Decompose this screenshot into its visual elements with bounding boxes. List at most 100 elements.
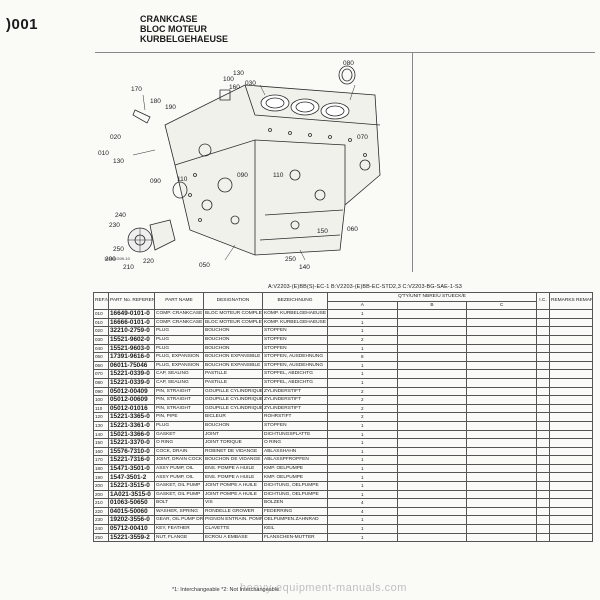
qty-b-cell <box>396 317 468 328</box>
qty-a-cell: 1 <box>327 515 398 526</box>
ref-cell: 030 <box>93 334 109 345</box>
part-number-cell: 04015-50060 <box>108 506 155 517</box>
part-number-cell: 15221-3361-0 <box>108 420 155 431</box>
remarks-cell <box>549 326 593 336</box>
ref-cell: 080 <box>93 377 109 388</box>
qty-a-cell: 1 <box>327 369 398 379</box>
callout-240: 240 <box>115 212 126 219</box>
ic-cell <box>536 395 550 405</box>
header-designation: DESIGNATION <box>203 291 263 311</box>
part-name-cell: COCK, DRAIN <box>154 446 204 457</box>
ref-cell: 100 <box>93 395 109 405</box>
callout-090b: 090 <box>237 172 248 179</box>
callout-010: 010 <box>98 150 109 157</box>
part-name-cell: COMP. CRANKCASE <box>154 317 204 328</box>
qty-c-cell <box>466 326 537 336</box>
remarks-cell <box>549 532 593 543</box>
part-name-cell: PIN, STRAIGHT <box>154 395 204 405</box>
remarks-cell <box>549 489 593 500</box>
qty-c-cell <box>466 395 537 405</box>
remarks-cell <box>549 352 593 362</box>
ref-cell: 090 <box>93 386 109 397</box>
ic-cell <box>536 498 550 508</box>
header-col-a: A <box>327 300 398 311</box>
designation-cell: ENS. POMPE A HUILE <box>203 472 263 483</box>
part-name-cell: GASKET, OIL PUMP <box>154 489 204 500</box>
ref-cell: 120 <box>93 412 109 422</box>
ref-cell: 200 <box>93 481 109 491</box>
qty-a-cell: 2 <box>327 395 398 405</box>
part-number-cell: 05012-00409 <box>108 386 155 397</box>
designation-cell: BOUCHON <box>203 334 263 345</box>
header-part-name: PART NAME <box>154 291 204 311</box>
ic-cell <box>536 472 550 483</box>
qty-c-cell <box>466 412 537 422</box>
callout-080: 080 <box>343 60 354 67</box>
header-qty: Q'TY/UNIT NBRE/U STUECK/E <box>327 292 537 302</box>
ref-cell: 010 <box>93 309 109 319</box>
qty-b-cell <box>396 524 468 534</box>
qty-b-cell <box>396 506 468 517</box>
callout-180: 180 <box>150 98 161 105</box>
callout-130: 130 <box>233 70 244 77</box>
ic-cell <box>536 369 550 379</box>
bezeichnung-cell: O RING <box>262 438 328 448</box>
qty-a-cell: 1 <box>327 429 398 440</box>
callout-140: 140 <box>299 264 310 270</box>
remarks-cell <box>549 369 593 379</box>
ic-cell <box>536 412 550 422</box>
qty-b-cell <box>396 420 468 431</box>
qty-a-cell: 1 <box>327 317 398 328</box>
ic-cell <box>536 334 550 345</box>
callout-150: 150 <box>317 228 328 235</box>
ref-cell: 060 <box>93 360 109 371</box>
bezeichnung-cell: ROHRSTIFT <box>262 412 328 422</box>
qty-b-cell <box>396 498 468 508</box>
footer-note: *1: Interchangeable *2: Not Interchangea… <box>172 587 280 593</box>
designation-cell: BOUCHON <box>203 343 263 354</box>
part-number-cell: 16666-0101-0 <box>108 317 155 328</box>
designation-cell: PASTILLE <box>203 377 263 388</box>
bezeichnung-cell: ABLASSPFROPFEN <box>262 455 328 465</box>
callout-200: 200 <box>105 256 116 263</box>
bezeichnung-cell: STOPFEN <box>262 326 328 336</box>
bezeichnung-cell: STOPFEN <box>262 420 328 431</box>
remarks-cell <box>549 360 593 371</box>
part-name-cell: KEY, FEATHER <box>154 524 204 534</box>
remarks-cell <box>549 386 593 397</box>
part-number-cell: 15471-3501-0 <box>108 463 155 474</box>
ref-cell: 220 <box>93 506 109 517</box>
ic-cell <box>536 463 550 474</box>
header-ic: I.C. <box>536 291 550 311</box>
designation-cell: JOINT TORIQUE <box>203 438 263 448</box>
remarks-cell <box>549 506 593 517</box>
qty-c-cell <box>466 498 537 508</box>
qty-c-cell <box>466 403 537 414</box>
qty-a-cell: 1 <box>327 420 398 431</box>
ref-cell: 130 <box>93 420 109 431</box>
ref-cell: 230 <box>93 515 109 526</box>
bezeichnung-cell: KEIL <box>262 524 328 534</box>
bezeichnung-cell: STOPFEN, AUSDEHNUNG <box>262 360 328 371</box>
ic-cell <box>536 377 550 388</box>
designation-cell: GOUPILLE CYLINDRIQUE <box>203 403 263 414</box>
qty-a-cell: 1 <box>327 489 398 500</box>
bezeichnung-cell: KOMP. KURBELGEHAEUSE <box>262 317 328 328</box>
ic-cell <box>536 506 550 517</box>
qty-a-cell: 8 <box>327 352 398 362</box>
ref-cell: 020 <box>93 326 109 336</box>
qty-a-cell: 2 <box>327 334 398 345</box>
qty-a-cell: 1 <box>327 455 398 465</box>
bezeichnung-cell: FLANSCHEN-MUTTER <box>262 532 328 543</box>
part-name-cell: PLUG <box>154 420 204 431</box>
ref-cell: 010 <box>93 317 109 328</box>
part-name-cell: WASHER, SPRING <box>154 506 204 517</box>
